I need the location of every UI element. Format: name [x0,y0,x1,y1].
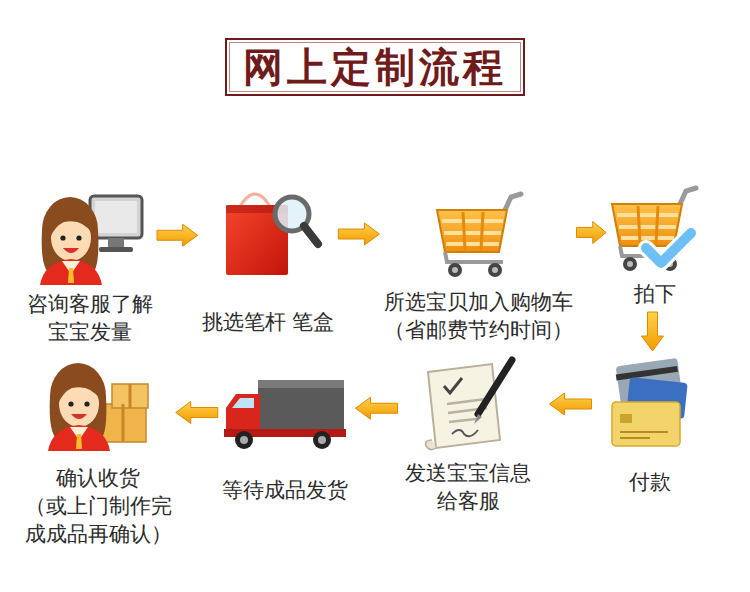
icon-slot [421,358,516,453]
step-label: 发送宝宝信息 给客服 [405,459,531,515]
step-label: 确认收货 （或上门制作完 成成品再确认） [25,464,172,548]
step-label: 所选宝贝加入购物车 （省邮费节约时间） [384,288,573,344]
service-icon [40,196,142,285]
flow-arrow [157,224,198,246]
flow-step: 付款 [610,355,690,496]
icon-slot [610,185,700,275]
bag-icon [226,194,318,275]
step-label: 等待成品发货 [222,476,348,504]
icon-slot [433,190,523,280]
receive-icon [48,363,148,451]
scroll-icon [426,360,512,450]
icon-slot [218,188,318,278]
flow-arrow [338,223,379,245]
cards-icon [612,358,688,446]
flow-arrow [176,402,218,424]
icon-slot [223,372,347,450]
step-label: 挑选笔杆 笔盒 [202,308,335,336]
step-label: 付款 [629,468,671,496]
flow-step: 发送宝宝信息 给客服 [405,358,531,515]
cart-check-icon [612,188,696,271]
flow-arrow [577,222,607,244]
flow-step: 等待成品发货 [222,372,348,504]
step-label: 咨询客服了解 宝宝发量 [27,290,153,346]
title-box: 网上定制流程 [225,38,525,96]
icon-slot [610,355,690,450]
flow-step: 挑选笔杆 笔盒 [202,188,335,336]
step-label: 拍下 [634,280,676,308]
flow-arrow [356,397,398,419]
diagram-title: 网上定制流程 [243,44,507,90]
truck-icon [224,380,346,449]
flow-arrow [642,312,664,351]
flow-step: 确认收货 （或上门制作完 成成品再确认） [25,370,172,548]
flow-step: 拍下 [610,185,700,308]
flow-step: 咨询客服了解 宝宝发量 [27,190,153,346]
flow-step: 所选宝贝加入购物车 （省邮费节约时间） [384,190,573,344]
icon-slot [48,370,148,458]
flow-arrow [550,393,592,415]
icon-slot [38,190,143,285]
cart-icon [437,194,521,277]
